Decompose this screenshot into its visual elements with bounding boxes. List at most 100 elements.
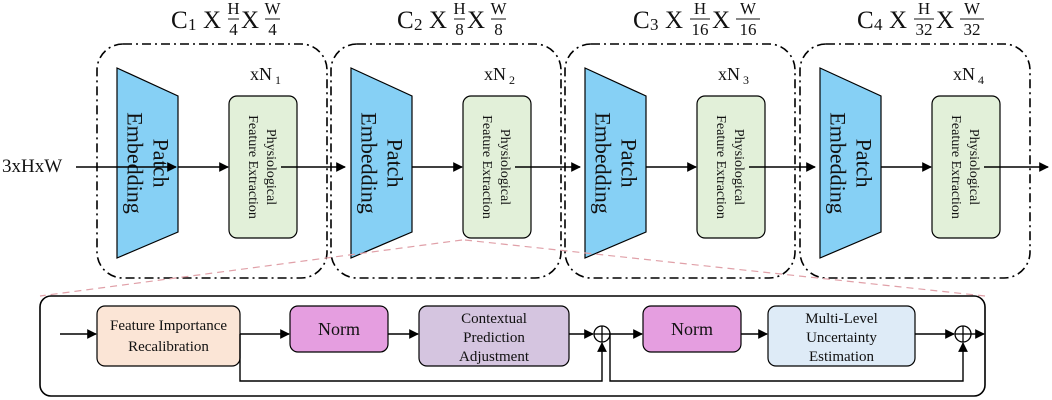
repetition-subscript: 4: [978, 73, 984, 87]
patch-embedding-shape: [116, 67, 179, 259]
channel-subscript: 1: [188, 15, 197, 34]
stage-container: [96, 43, 328, 279]
patch-embedding-line2: Embedding: [123, 112, 148, 213]
stage-container: [799, 43, 1031, 279]
height-denominator: 4: [229, 20, 238, 39]
patch-embedding-line1: Patch: [383, 139, 408, 188]
width-numerator: W: [740, 0, 757, 18]
norm-1-label: Norm: [318, 319, 360, 339]
height-denominator: 16: [692, 20, 709, 39]
times-symbol: X: [665, 7, 683, 34]
feature-extraction-line2: Feature Extraction: [948, 115, 963, 219]
times-symbol: X: [203, 7, 221, 34]
channel-symbol: C: [857, 7, 874, 34]
detail-panel: Feature Importance Recalibration Norm Co…: [39, 295, 986, 397]
patch-embedding-shape: [350, 67, 413, 259]
fir-label-line2: Recalibration: [128, 339, 209, 355]
width-numerator: W: [264, 0, 281, 18]
patch-embedding-line2: Embedding: [826, 112, 851, 213]
times-symbol: X: [712, 7, 730, 34]
input-label: 3xHxW: [2, 156, 62, 177]
width-denominator: 32: [964, 20, 981, 39]
height-numerator: H: [227, 0, 239, 18]
patch-embedding-line2: Embedding: [357, 112, 382, 213]
width-numerator: W: [490, 0, 507, 18]
patch-embedding-line1: Patch: [852, 139, 877, 188]
fir-label-line1: Feature Importance: [110, 318, 227, 334]
sum-node-1: [593, 325, 611, 343]
patch-embedding-line2: Embedding: [591, 112, 616, 213]
multi-level-uncertainty-estimation-block: [767, 305, 916, 367]
cpa-label-line3: Adjustment: [459, 349, 530, 365]
guide-line: [464, 239, 986, 297]
patch-embedding-shape: [584, 67, 647, 259]
repetition-subscript: 3: [743, 73, 749, 87]
height-numerator: H: [694, 0, 706, 18]
feature-extraction-line1: Physiological: [497, 129, 512, 205]
times-symbol: X: [467, 7, 485, 34]
cpa-label-line1: Contextual: [461, 311, 527, 327]
mlue-label-line3: Estimation: [809, 349, 874, 365]
height-numerator: H: [453, 0, 465, 18]
times-symbol: X: [429, 7, 447, 34]
patch-embedding-line1: Patch: [149, 139, 174, 188]
width-numerator: W: [964, 0, 981, 18]
contextual-prediction-adjustment-block: [418, 305, 570, 367]
repetition-text: xN: [250, 64, 272, 84]
patch-embedding-line1: Patch: [617, 139, 642, 188]
cpa-label-line2: Prediction: [463, 330, 525, 346]
feature-importance-recalibration-block: [96, 305, 241, 367]
norm-2-label: Norm: [671, 319, 713, 339]
channel-symbol: C: [633, 7, 650, 34]
detail-arrows: [60, 329, 985, 382]
norm-block-1: [289, 305, 389, 353]
sum-node-2: [954, 325, 972, 343]
times-symbol: X: [936, 7, 954, 34]
height-denominator: 8: [455, 20, 464, 39]
width-denominator: 4: [268, 20, 277, 39]
feature-extraction-line1: Physiological: [263, 129, 278, 205]
times-symbol: X: [241, 7, 259, 34]
mlue-label-line1: Multi-Level: [805, 311, 877, 327]
height-numerator: H: [918, 0, 930, 18]
height-denominator: 32: [916, 20, 933, 39]
channel-subscript: 2: [414, 15, 423, 34]
width-denominator: 8: [494, 20, 503, 39]
stage-container: [330, 43, 562, 279]
times-symbol: X: [889, 7, 907, 34]
patch-embedding-shape: [819, 67, 882, 259]
norm-block-2: [642, 305, 742, 353]
feature-extraction-line2: Feature Extraction: [479, 115, 494, 219]
mlue-label-line2: Uncertainty: [806, 330, 877, 346]
channel-symbol: C: [397, 7, 414, 34]
width-denominator: 16: [740, 20, 757, 39]
stage-container: [564, 43, 796, 279]
feature-extraction-line1: Physiological: [966, 129, 981, 205]
